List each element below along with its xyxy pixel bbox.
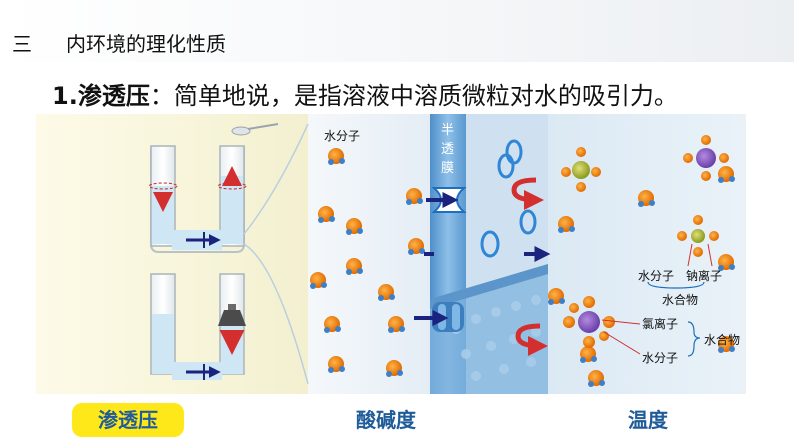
hydrate-bottom-ion-label: 氯离子 xyxy=(642,316,678,331)
water-flow-arrows xyxy=(414,192,551,326)
osmosis-illustration: 水分子 半 透 膜 水分子 钠离子 水合物 氯离子 水分子 水合物 xyxy=(36,114,746,394)
blocked-ion-arrows xyxy=(511,177,548,356)
hydrate-bottom-water-label: 水分子 xyxy=(642,351,678,365)
water-molecules xyxy=(310,148,735,387)
tab-temperature[interactable]: 温度 xyxy=(628,408,668,432)
spoon-icon xyxy=(231,123,279,136)
u-tube-top xyxy=(148,145,247,253)
hydrate-top-group-label: 水合物 xyxy=(662,292,698,307)
membrane-label-1: 半 xyxy=(441,123,454,138)
weight-icon xyxy=(218,304,246,326)
headline-number: 1. xyxy=(52,82,78,110)
hydrate-braces xyxy=(647,281,705,357)
hydrate-purple-top xyxy=(561,135,729,192)
headline-term: 渗透压 xyxy=(77,82,150,110)
label-leaders xyxy=(601,243,713,355)
hydrate-top-ion-label: 钠离子 xyxy=(686,268,722,283)
water-molecule-label: 水分子 xyxy=(324,129,360,143)
section-number: 三 xyxy=(12,32,32,56)
membrane-label-3: 膜 xyxy=(441,161,454,176)
tab-osmotic-pressure[interactable]: 渗透压 xyxy=(72,403,184,437)
cell-membrane-texture xyxy=(430,264,548,394)
magnify-lines xyxy=(243,123,309,385)
hydrate-top-water-label: 水分子 xyxy=(638,269,674,283)
headline-definition: 简单地说，是指溶液中溶质微粒对水的吸引力。 xyxy=(173,82,678,110)
hydrate-sodium xyxy=(677,215,719,257)
tab-ph[interactable]: 酸碱度 xyxy=(356,408,416,432)
header-bar xyxy=(0,0,794,62)
section-title: 内环境的理化性质 xyxy=(66,32,226,56)
hydrate-chloride xyxy=(563,296,615,348)
headline-separator: ： xyxy=(149,82,174,110)
hydrate-bottom-group-label: 水合物 xyxy=(704,332,740,347)
membrane-label-2: 透 xyxy=(441,142,454,157)
headline: 1.渗透压：简单地说，是指溶液中溶质微粒对水的吸引力。 xyxy=(52,76,678,111)
